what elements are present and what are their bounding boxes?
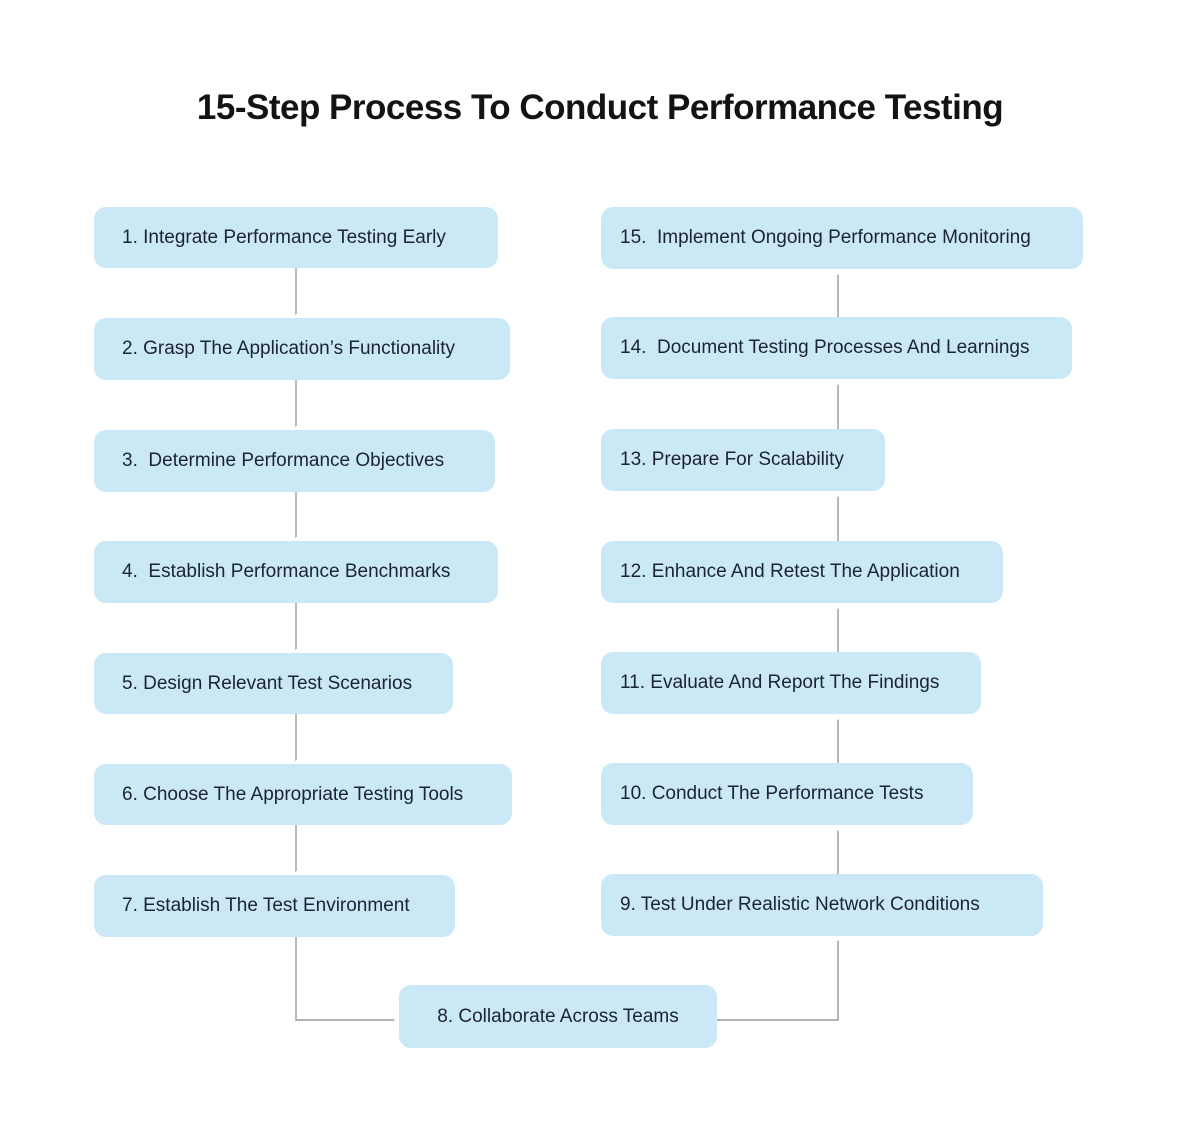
step-label-1: 1. Integrate Performance Testing Early xyxy=(122,226,446,248)
step-box-11: 11. Evaluate And Report The Findings xyxy=(601,652,981,714)
step-label-9: 9. Test Under Realistic Network Conditio… xyxy=(620,894,980,915)
step-box-3: 3. Determine Performance Objectives xyxy=(94,430,495,492)
step-label-8: 8. Collaborate Across Teams xyxy=(437,1005,679,1027)
step-label-3: 3. Determine Performance Objectives xyxy=(122,450,445,471)
step-box-8: 8. Collaborate Across Teams xyxy=(399,985,717,1048)
step-label-10: 10. Conduct The Performance Tests xyxy=(620,783,924,804)
step-label-5: 5. Design Relevant Test Scenarios xyxy=(122,672,413,694)
step-label-2: 2. Grasp The Application’s Functionality xyxy=(122,338,456,359)
step-box-4: 4. Establish Performance Benchmarks xyxy=(94,541,498,603)
step-box-1: 1. Integrate Performance Testing Early xyxy=(94,207,498,268)
step-label-14: 14. Document Testing Processes And Learn… xyxy=(620,337,1030,358)
step-label-4: 4. Establish Performance Benchmarks xyxy=(122,561,451,582)
step-box-5: 5. Design Relevant Test Scenarios xyxy=(94,653,453,714)
step-label-6: 6. Choose The Appropriate Testing Tools xyxy=(122,783,464,805)
step-box-15: 15. Implement Ongoing Performance Monito… xyxy=(601,207,1083,269)
step-box-14: 14. Document Testing Processes And Learn… xyxy=(601,317,1072,379)
step-label-15: 15. Implement Ongoing Performance Monito… xyxy=(620,227,1031,248)
step-label-13: 13. Prepare For Scalability xyxy=(620,449,844,470)
page-title: 15-Step Process To Conduct Performance T… xyxy=(196,88,1004,127)
step-box-12: 12. Enhance And Retest The Application xyxy=(601,541,1003,603)
arrow-step7-step8 xyxy=(295,937,394,1020)
arrow-step8-step9 xyxy=(717,941,838,1021)
step-label-12: 12. Enhance And Retest The Application xyxy=(620,561,960,582)
step-box-10: 10. Conduct The Performance Tests xyxy=(601,763,973,825)
step-label-7: 7. Establish The Test Environment xyxy=(122,895,410,916)
step-box-6: 6. Choose The Appropriate Testing Tools xyxy=(94,764,512,825)
step-label-11: 11. Evaluate And Report The Findings xyxy=(620,672,940,693)
step-box-9: 9. Test Under Realistic Network Conditio… xyxy=(601,874,1043,936)
step-box-7: 7. Establish The Test Environment xyxy=(94,875,455,937)
step-box-2: 2. Grasp The Application’s Functionality xyxy=(94,318,510,380)
step-box-13: 13. Prepare For Scalability xyxy=(601,429,885,491)
